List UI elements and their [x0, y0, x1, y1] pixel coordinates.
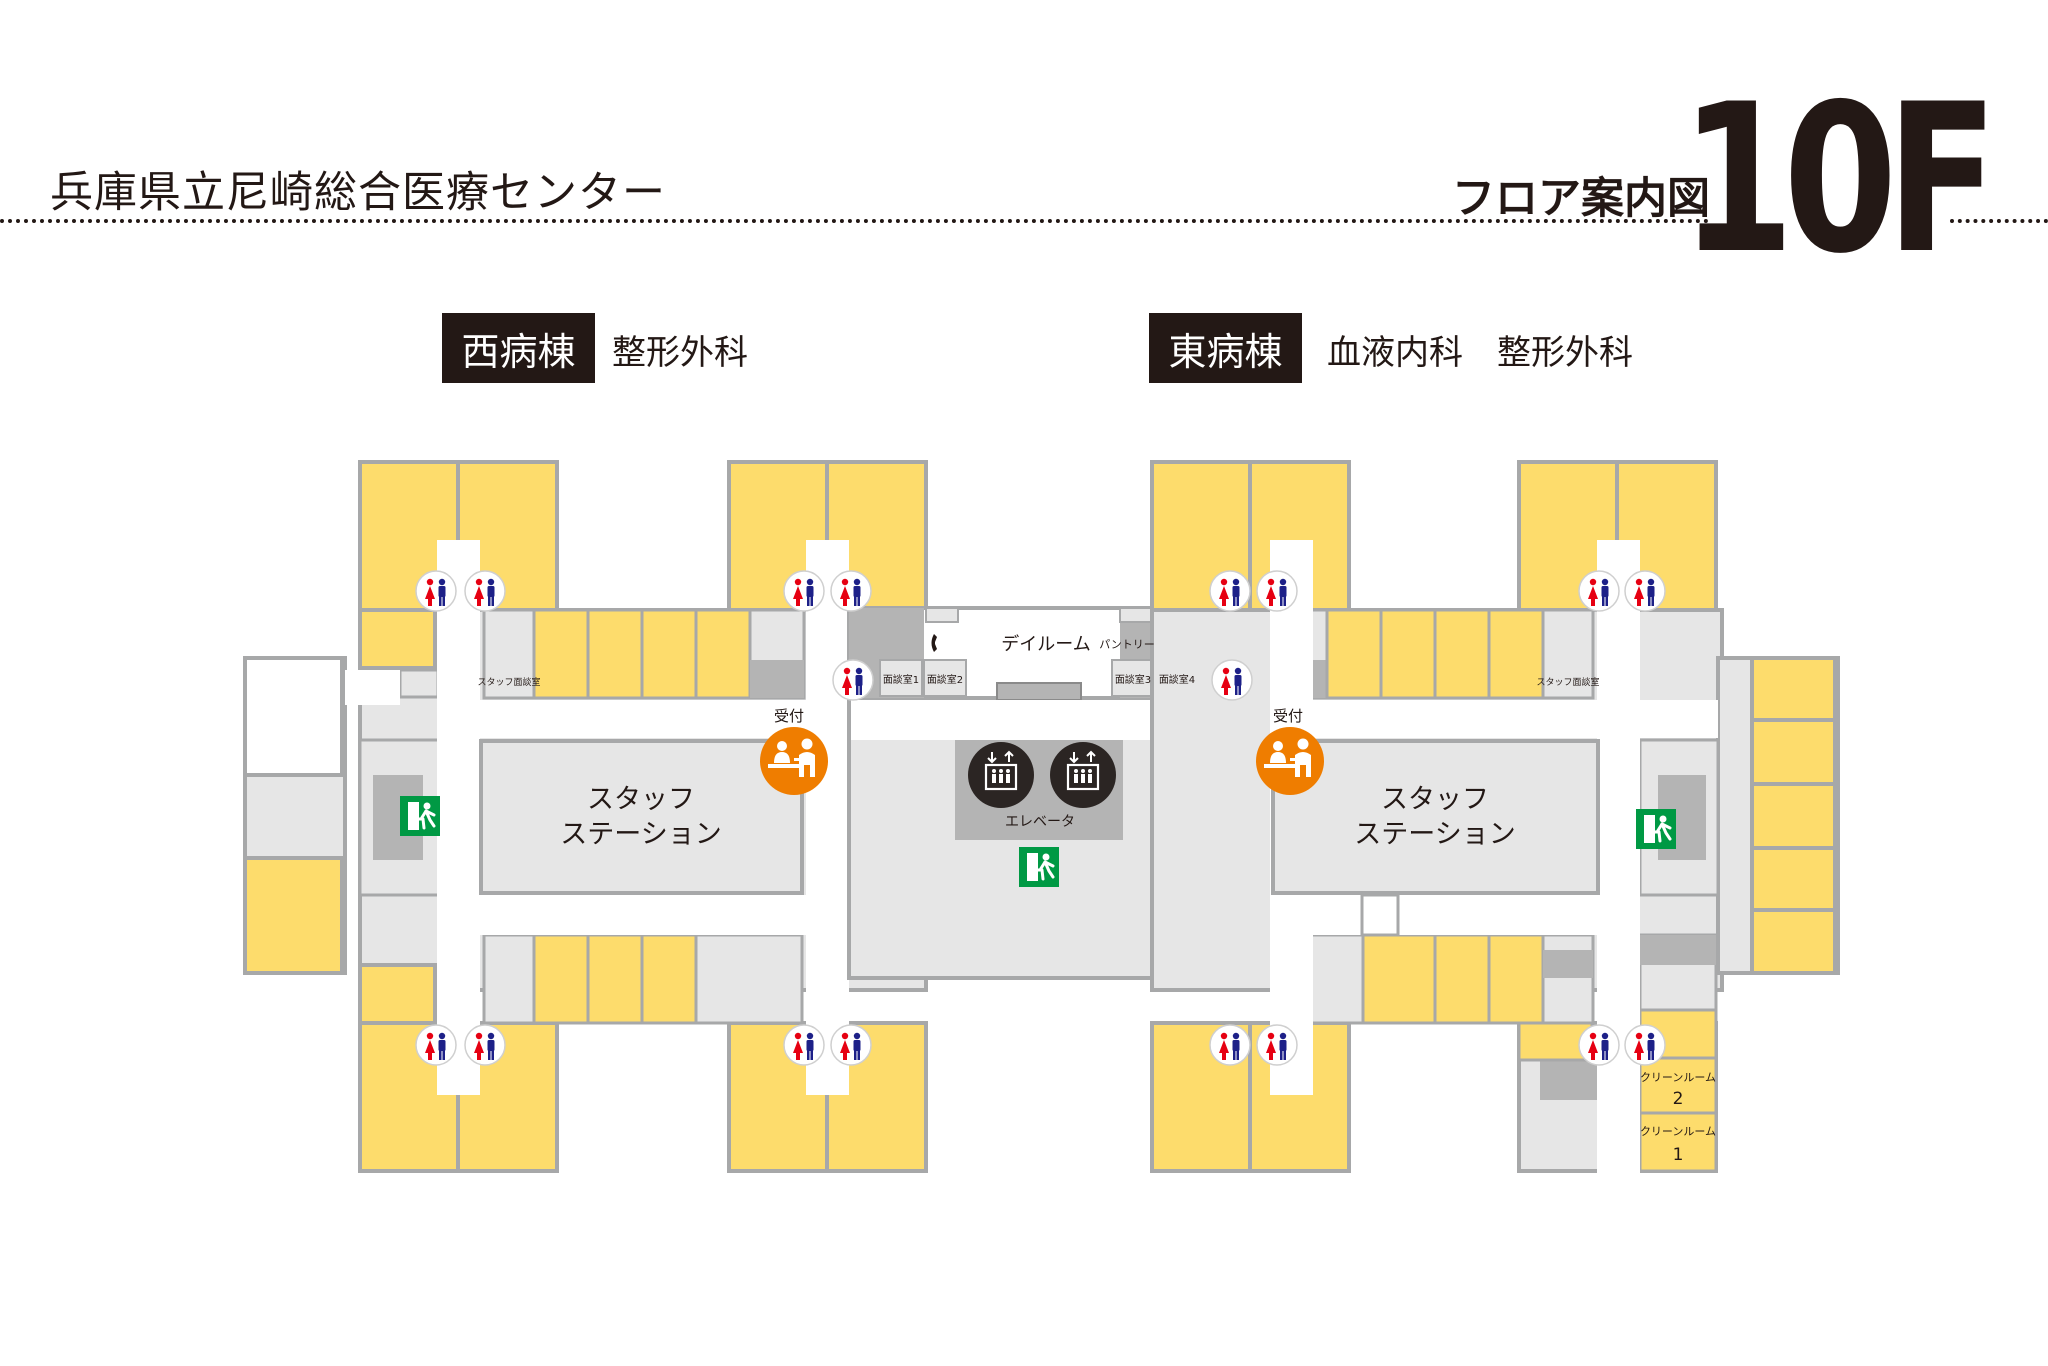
pantry-label: パントリー — [1099, 638, 1155, 651]
restroom-icon — [783, 1024, 825, 1066]
east-reception-icon — [1256, 727, 1324, 795]
west-corridor-south — [437, 895, 849, 935]
east-staff-station-label-1: スタッフ — [1381, 784, 1489, 815]
east-staff-station — [1271, 739, 1600, 895]
restroom-icon — [783, 570, 825, 612]
west-reception-icon — [760, 727, 828, 795]
interview-room-2-label: 面談室2 — [927, 673, 963, 686]
east-staff-station-label-2: ステーション — [1354, 819, 1515, 850]
east-corridor-vertical-2 — [1597, 540, 1640, 1180]
restroom-icon — [1578, 1024, 1620, 1066]
emergency-exit-icon — [1634, 807, 1678, 851]
restroom-icon — [832, 659, 874, 701]
elevator-icon — [1048, 740, 1118, 810]
restroom-icon — [830, 570, 872, 612]
east-ward-badge: 東病棟 — [1149, 313, 1302, 383]
interview-room-2 — [923, 659, 967, 697]
interview-room-1 — [879, 659, 923, 697]
restroom-icon — [1211, 659, 1253, 701]
clean-room-1-label: クリーンルーム — [1640, 1125, 1716, 1138]
west-corridor-vertical-1 — [437, 540, 480, 1095]
west-annex-room — [243, 656, 344, 777]
telephone-icon — [931, 634, 937, 652]
west-ward-plan — [243, 460, 928, 1173]
restroom-icon — [1624, 1024, 1666, 1066]
interview-room-3 — [1111, 659, 1155, 697]
restroom-icon — [1209, 1024, 1251, 1066]
interview-room-4-label: 面談室4 — [1159, 673, 1195, 686]
east-ward-plan — [1150, 460, 1840, 1180]
emergency-exit-icon — [1017, 845, 1061, 889]
west-annex-patient-room — [243, 856, 344, 975]
restroom-icon — [1209, 570, 1251, 612]
west-ward-badge: 西病棟 — [442, 313, 595, 383]
restroom-icon — [1578, 570, 1620, 612]
restroom-icon — [830, 1024, 872, 1066]
hospital-name: 兵庫県立尼崎総合医療センター — [50, 168, 666, 218]
west-staff-interview-label: スタッフ面談室 — [477, 676, 540, 688]
floor-number: 10F — [1680, 60, 1999, 299]
clean-room-1 — [1638, 1111, 1718, 1173]
map-title: フロア案内図 — [1452, 174, 1710, 224]
restroom-icon — [464, 570, 506, 612]
emergency-exit-icon — [398, 794, 442, 838]
restroom-icon — [1256, 570, 1298, 612]
clean-room-2-label: クリーンルーム — [1640, 1071, 1716, 1084]
restroom-icon — [1624, 570, 1666, 612]
east-reception-label: 受付 — [1273, 707, 1303, 725]
header-divider-right — [1950, 219, 2048, 223]
west-staff-station-label-2: ステーション — [560, 819, 721, 850]
east-corridor-north — [1270, 700, 1640, 738]
elevator-label: エレベータ — [1005, 814, 1075, 830]
clean-room-1-number: 1 — [1673, 1145, 1684, 1165]
nw-patient-room — [358, 608, 437, 670]
restroom-icon — [415, 570, 457, 612]
restroom-icon — [1256, 1024, 1298, 1066]
interview-room-1-label: 面談室1 — [883, 673, 919, 686]
east-ward-departments: 血液内科 整形外科 — [1327, 333, 1633, 373]
day-room-table — [996, 682, 1082, 701]
restroom-icon — [464, 1024, 506, 1066]
west-ward-departments: 整形外科 — [612, 333, 748, 373]
day-room-label: デイルーム — [1001, 634, 1090, 655]
elevator-icon — [966, 740, 1036, 810]
interview-room-3-label: 面談室3 — [1115, 673, 1151, 686]
west-staff-station-label-1: スタッフ — [587, 784, 695, 815]
header-divider-left — [0, 219, 1710, 223]
east-annex-patient-rooms — [1750, 656, 1837, 975]
east-corridor-south — [1270, 895, 1640, 935]
west-corridor-vertical-2 — [806, 540, 849, 1095]
west-staff-station — [479, 739, 804, 895]
east-staff-interview-label: スタッフ面談室 — [1536, 676, 1599, 688]
clean-room-2-number: 2 — [1673, 1089, 1684, 1109]
west-reception-label: 受付 — [774, 707, 804, 725]
sw-patient-room — [358, 963, 437, 1025]
restroom-icon — [415, 1024, 457, 1066]
